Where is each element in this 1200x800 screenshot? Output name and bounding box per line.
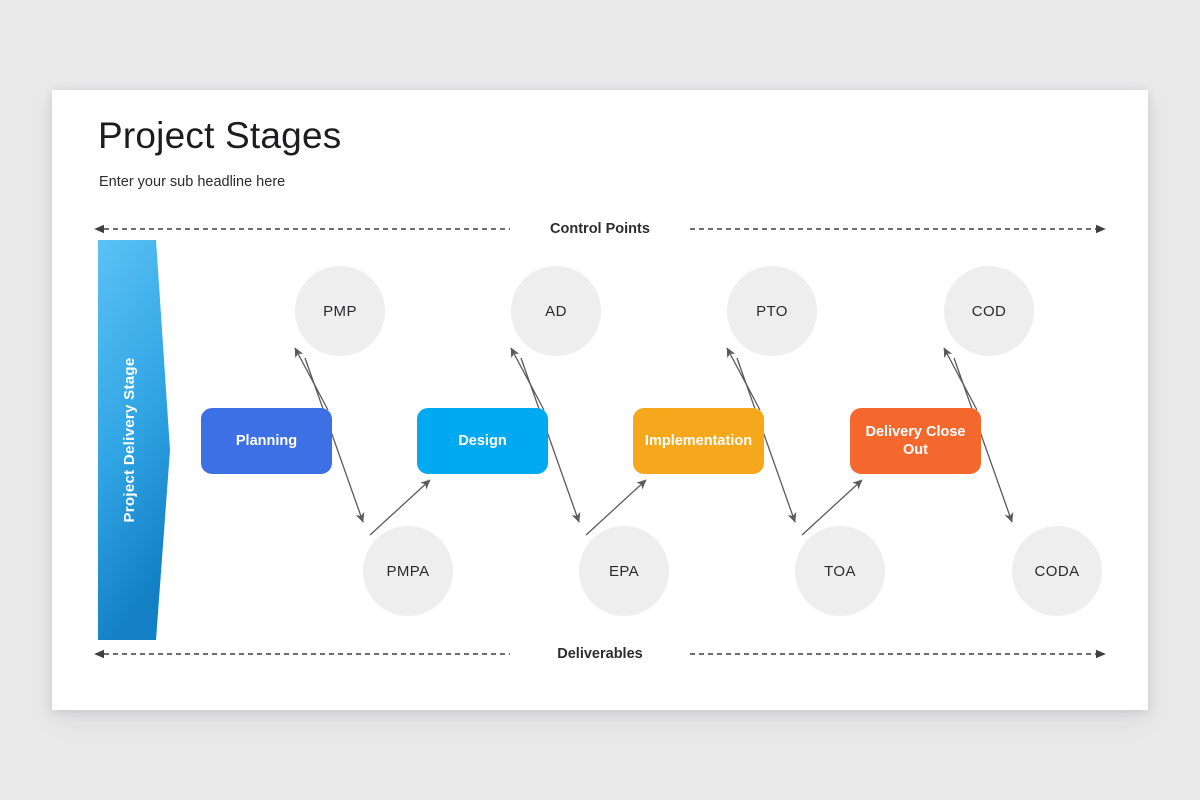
control-points-label: Control Points bbox=[550, 221, 650, 237]
deliverable-circle-epa[interactable]: EPA bbox=[579, 526, 669, 616]
control-point-circle-pmp[interactable]: PMP bbox=[295, 266, 385, 356]
control-points-rail-line bbox=[94, 224, 1106, 234]
control-point-circle-cod[interactable]: COD bbox=[944, 266, 1034, 356]
control-point-circle-ad[interactable]: AD bbox=[511, 266, 601, 356]
stage-box-implementation[interactable]: Implementation bbox=[633, 408, 764, 474]
control-points-rail: Control Points bbox=[94, 218, 1106, 240]
deliverable-circle-toa[interactable]: TOA bbox=[795, 526, 885, 616]
control-point-circle-pto[interactable]: PTO bbox=[727, 266, 817, 356]
stage-box-design[interactable]: Design bbox=[417, 408, 548, 474]
deliverables-rail: Deliverables bbox=[94, 643, 1106, 665]
deliverables-label: Deliverables bbox=[557, 646, 643, 662]
deliverable-circle-coda[interactable]: CODA bbox=[1012, 526, 1102, 616]
page-subtitle: Enter your sub headline here bbox=[99, 174, 286, 190]
project-delivery-stage-bar: Project Delivery Stage bbox=[98, 240, 170, 640]
slide-card: Project Stages Enter your sub headline h… bbox=[52, 90, 1148, 710]
stage-box-delivery-close-out[interactable]: Delivery Close Out bbox=[850, 408, 981, 474]
deliverables-rail-line bbox=[94, 649, 1106, 659]
stage-box-planning[interactable]: Planning bbox=[201, 408, 332, 474]
delivery-stage-shape bbox=[98, 240, 170, 640]
deliverable-circle-pmpa[interactable]: PMPA bbox=[363, 526, 453, 616]
page-title: Project Stages bbox=[98, 115, 342, 156]
